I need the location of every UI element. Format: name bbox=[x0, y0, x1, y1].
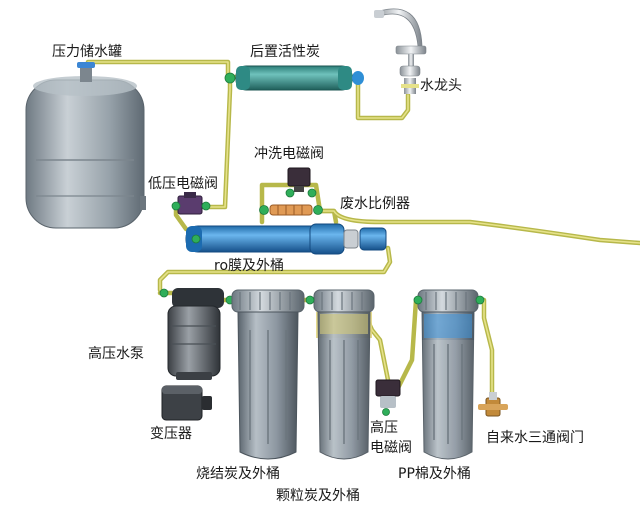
label-pressure-tank: 压力储水罐 bbox=[52, 44, 122, 60]
pressure-tank bbox=[25, 62, 146, 229]
label-pp-cotton: PP棉及外桶 bbox=[398, 466, 471, 482]
low-pressure-solenoid-valve bbox=[171, 192, 211, 215]
pipe-tank-to-carbon bbox=[85, 59, 239, 80]
sintered-carbon-housing bbox=[231, 289, 305, 460]
label-hp-valve-line2: 电磁阀 bbox=[370, 440, 412, 456]
pipe-hpvalve-to-pp bbox=[395, 297, 427, 391]
label-ro-membrane: ro膜及外桶 bbox=[214, 258, 285, 274]
inlet-three-way-valve bbox=[478, 392, 508, 417]
transformer bbox=[161, 385, 212, 421]
label-granular-carbon: 颗粒炭及外桶 bbox=[276, 488, 360, 504]
granular-carbon-housing bbox=[305, 289, 375, 460]
label-low-pressure-valve: 低压电磁阀 bbox=[148, 176, 218, 192]
label-flush-valve: 冲洗电磁阀 bbox=[254, 146, 324, 162]
high-pressure-solenoid-valve bbox=[375, 379, 401, 416]
faucet bbox=[374, 8, 427, 94]
post-carbon-filter bbox=[224, 65, 364, 91]
label-waste-ratio: 废水比例器 bbox=[340, 196, 410, 212]
label-faucet: 水龙头 bbox=[420, 78, 462, 94]
flush-solenoid-valve bbox=[285, 167, 317, 198]
label-high-pressure-pump: 高压水泵 bbox=[88, 346, 144, 362]
label-hp-valve-line1: 高压 bbox=[370, 420, 398, 436]
label-post-carbon: 后置活性炭 bbox=[250, 44, 320, 60]
ro-membrane-housing bbox=[185, 223, 387, 255]
pp-cotton-housing bbox=[413, 289, 485, 460]
high-pressure-pump bbox=[159, 288, 235, 380]
waste-ratio-restrictor bbox=[259, 204, 323, 216]
label-inlet-valve: 自来水三通阀门 bbox=[486, 430, 584, 446]
label-sintered-carbon: 烧结炭及外桶 bbox=[196, 466, 280, 482]
label-transformer: 变压器 bbox=[150, 426, 192, 442]
